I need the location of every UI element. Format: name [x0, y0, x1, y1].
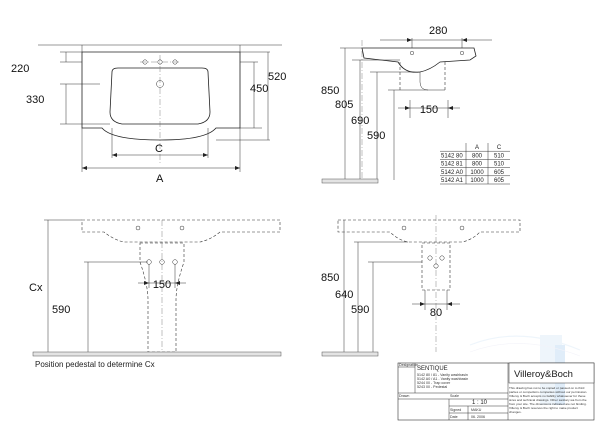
dim-590-front-right: 590: [351, 304, 369, 316]
table-value-cell: 605: [494, 170, 505, 176]
item-2: 5142 A0 / A1 - Vanity washbasin: [417, 377, 468, 381]
size-table: A C 5142 80 800 510 5142 81 800 510 5142 A0 1000 6…: [440, 143, 510, 185]
dim-520: 520: [268, 71, 286, 83]
disclaimer-line: Villeroy & Boch accepts no liability wha…: [509, 394, 586, 398]
dim-690: 690: [351, 115, 369, 127]
table-value-cell: 605: [494, 178, 505, 184]
disclaimer-line: This drawing has not to be copied or pas…: [509, 386, 585, 390]
dim-C: C: [155, 143, 163, 155]
brand-logo: Villeroy&Boch: [514, 369, 573, 380]
disclaimer-line: sizes and technical drawings. Other sani…: [509, 398, 587, 402]
dim-590-side: 590: [367, 130, 385, 142]
dim-150-front: 150: [153, 279, 171, 291]
signed-value: MAKU: [471, 408, 482, 412]
item-3: 5244 00 - Trap cover: [417, 381, 451, 385]
disclaimer-line: Villeroy & Boch reserves the right to ma…: [509, 406, 578, 410]
disclaimer: This drawing has not to be copied or pas…: [509, 386, 587, 414]
table-value-cell: 510: [494, 153, 505, 159]
table-value-cell: 510: [494, 162, 505, 168]
scale-value: 1 : 10: [472, 400, 488, 406]
dim-150-side: 150: [420, 104, 438, 116]
item-1: 5142 80 / 81 - Vanity washbasin: [417, 373, 468, 377]
disclaimer-line: from your site. The dimensions indicated…: [509, 402, 587, 406]
disclaimer-line: changes.: [509, 410, 522, 414]
title-block: Designation SENTIQUE 5142 80 / 81 - Vani…: [397, 362, 595, 421]
drawn-label: Drawn: [399, 394, 409, 398]
dim-850-front: 850: [321, 272, 339, 284]
designation-label: Designation: [399, 363, 418, 367]
side-view: 280 150 850 805 690 590: [321, 25, 492, 184]
dim-80: 80: [430, 307, 442, 319]
table-header-cell: A: [475, 145, 479, 151]
dim-A: A: [156, 173, 164, 185]
table-article-cell: 5142 A0: [441, 170, 464, 176]
dim-220: 220: [11, 63, 29, 75]
table-article-cell: 5142 80: [441, 153, 463, 159]
table-header-cell: C: [497, 145, 502, 151]
dim-Cx: Cx: [29, 282, 43, 294]
dim-330: 330: [26, 94, 44, 106]
signed-label: Signed: [450, 408, 461, 412]
series-name: SENTIQUE: [417, 366, 448, 372]
front-view-right: 80 850 640 590: [321, 215, 521, 357]
scale-label: Scale: [450, 394, 459, 398]
front-view-left: 150 Cx 590 Position pedestal to determin…: [29, 219, 282, 369]
table-value-cell: 1000: [470, 170, 484, 176]
top-view: 220 330 450 520 C A: [11, 44, 286, 185]
dim-805: 805: [335, 99, 353, 111]
disclaimer-line: parties or competitors companies without…: [509, 390, 587, 394]
date-label: Date: [450, 415, 458, 419]
caption: Position pedestal to determine Cx: [35, 360, 155, 369]
table-article-cell: 5142 81: [441, 162, 463, 168]
dim-280: 280: [429, 25, 447, 37]
date-value: 06. 2006: [471, 415, 485, 419]
table-value-cell: 800: [472, 153, 483, 159]
dim-450: 450: [250, 83, 268, 95]
table-value-cell: 800: [472, 162, 483, 168]
dim-850-side: 850: [321, 85, 339, 97]
table-value-cell: 1000: [470, 178, 484, 184]
dim-590-front-left: 590: [52, 304, 70, 316]
table-article-cell: 5142 A1: [441, 178, 464, 184]
dim-640: 640: [335, 289, 353, 301]
item-4: 5243 00 - Pedestal: [417, 385, 447, 389]
